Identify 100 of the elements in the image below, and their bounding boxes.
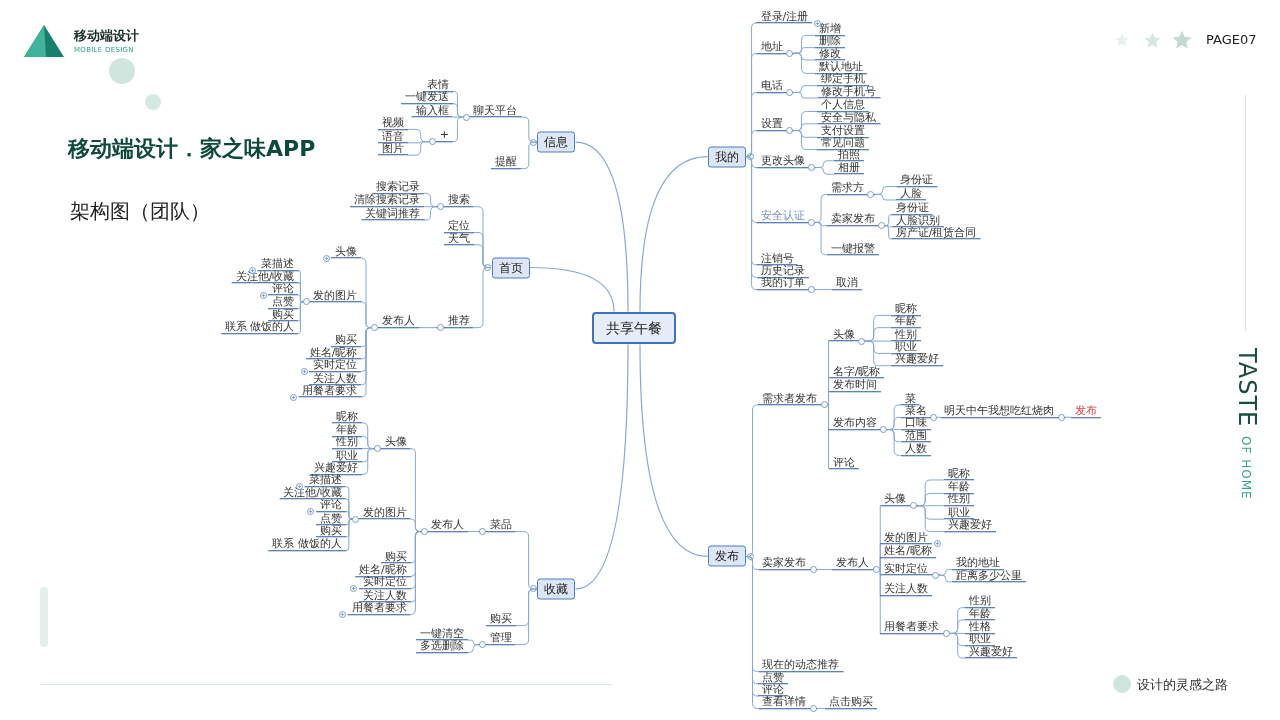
underlined-topic: 范围 [900, 430, 931, 443]
topic-box: 发布 [708, 545, 747, 567]
underlined-topic: 现在的动态推荐 [758, 660, 844, 672]
underlined-topic: 职业 [890, 342, 921, 354]
underlined-topic: 联系 做饭的人 [220, 322, 299, 334]
underlined-topic: 一键发送 [400, 92, 453, 105]
topic-box: 收藏 [537, 578, 576, 600]
underlined-topic: 历史记录 [756, 266, 809, 278]
label-text: PAGE07 [1206, 32, 1257, 47]
underlined-topic: 点赞 [758, 672, 789, 685]
branch-line [793, 91, 818, 99]
underlined-topic: 语音 [377, 131, 408, 144]
branch-line [360, 327, 372, 398]
underlined-topic: 相册 [833, 163, 864, 175]
branch-line [452, 116, 463, 143]
underlined-topic: 评论 [828, 457, 859, 470]
branch-line [529, 266, 615, 313]
underlined-topic: 搜索记录 [372, 182, 425, 194]
underlined-topic: 兴趣爱好 [890, 354, 943, 367]
underlined-topic: 发布 [1071, 406, 1102, 418]
topic-box: 首页 [491, 257, 530, 278]
underlined-topic: 性别 [890, 330, 921, 342]
underlined-topic: 人脸识别 [891, 215, 944, 228]
underlined-topic: 职业 [331, 451, 362, 463]
underlined-topic: 菜描述 [257, 259, 299, 271]
underlined-topic: 一键清空 [416, 629, 469, 641]
label-text: 架构图（团队） [70, 198, 210, 225]
underlined-topic: 人脸 [896, 188, 927, 201]
branch-line [297, 301, 303, 334]
branch-line [575, 141, 629, 313]
underlined-topic: 昵称 [331, 411, 362, 424]
underlined-topic: 点赞 [268, 297, 299, 310]
underlined-topic: 视频 [377, 118, 408, 130]
label-text: 移动端设计 [74, 27, 139, 45]
underlined-topic: 发的图片 [880, 532, 933, 545]
branch-line [816, 707, 826, 709]
underlined-topic: 关注人数 [309, 373, 362, 386]
branch-line [949, 632, 966, 659]
underlined-topic: 输入框 [411, 106, 453, 118]
underlined-topic: 职业 [943, 508, 974, 520]
underlined-topic: 支付设置 [817, 126, 870, 138]
underlined-topic: 口味 [900, 418, 931, 431]
underlined-topic: 昵称 [943, 468, 974, 481]
underlined-topic: 修改 [815, 48, 846, 61]
underlined-topic: 用餐者要求 [347, 603, 411, 615]
underlined-topic: 职业 [965, 634, 996, 647]
branch-line [885, 225, 893, 240]
underlined-topic: 性别 [331, 437, 362, 450]
branch-line [361, 448, 375, 475]
underlined-topic: 定位 [443, 221, 474, 233]
underlined-topic: 姓名/昵称 [305, 348, 362, 360]
underlined-topic: 绑定手机 [817, 74, 870, 87]
branch-line [885, 225, 893, 228]
underlined-topic: 购买 [485, 614, 516, 627]
branch-line [885, 214, 893, 227]
underlined-topic: 购买 [268, 309, 299, 322]
underlined-topic: 删除 [815, 36, 846, 49]
topic-box: 信息 [537, 131, 576, 153]
branch-line [467, 531, 480, 532]
branch-line [575, 343, 629, 590]
underlined-topic: 修改手机号 [817, 87, 881, 99]
underlined-topic: 多选删除 [416, 641, 469, 653]
underlined-topic: 提醒 [491, 157, 521, 170]
underlined-topic: 取消 [831, 278, 862, 291]
underlined-topic: 拍照 [833, 149, 864, 162]
branch-line [815, 221, 828, 256]
branch-line [423, 206, 438, 221]
underlined-topic: 购买 [315, 526, 346, 538]
label-text: TASTE [1233, 348, 1261, 428]
underlined-topic: 联系 做饭的人 [268, 539, 346, 551]
branch-line [418, 327, 438, 329]
underlined-topic: 购买 [380, 551, 411, 564]
label-text: 设计的灵感之路 [1137, 676, 1228, 694]
underlined-topic: 评论 [268, 284, 299, 296]
branch-line [865, 340, 892, 367]
branch-line [827, 391, 830, 406]
underlined-topic: 名字/昵称 [828, 367, 885, 379]
underlined-topic: 兴趣爱好 [965, 647, 1018, 659]
underlined-topic: 表情 [422, 80, 453, 92]
branch-line [815, 289, 833, 291]
branch-line [746, 130, 757, 158]
branch-line [815, 193, 828, 223]
branch-line [410, 518, 421, 532]
underlined-topic: 我的地址 [951, 558, 1004, 571]
branch-line [746, 404, 759, 557]
underlined-topic: 注销号 [756, 253, 798, 266]
underlined-topic: 登录/注册 [756, 12, 813, 24]
underlined-topic: 人数 [900, 444, 931, 456]
underlined-topic: 年龄 [965, 608, 996, 621]
central-topic-box: 共享午餐 [592, 312, 676, 344]
branch-line [938, 574, 953, 583]
underlined-topic: 购买 [331, 335, 362, 348]
branch-line [467, 644, 480, 653]
branch-line [515, 588, 538, 646]
underlined-topic: 昵称 [890, 304, 921, 316]
branch-line [520, 141, 538, 170]
underlined-topic: 个人信息 [817, 100, 870, 112]
underlined-topic: 评论 [758, 685, 789, 697]
branch-line [816, 569, 833, 571]
underlined-topic: 菜描述 [304, 475, 346, 488]
